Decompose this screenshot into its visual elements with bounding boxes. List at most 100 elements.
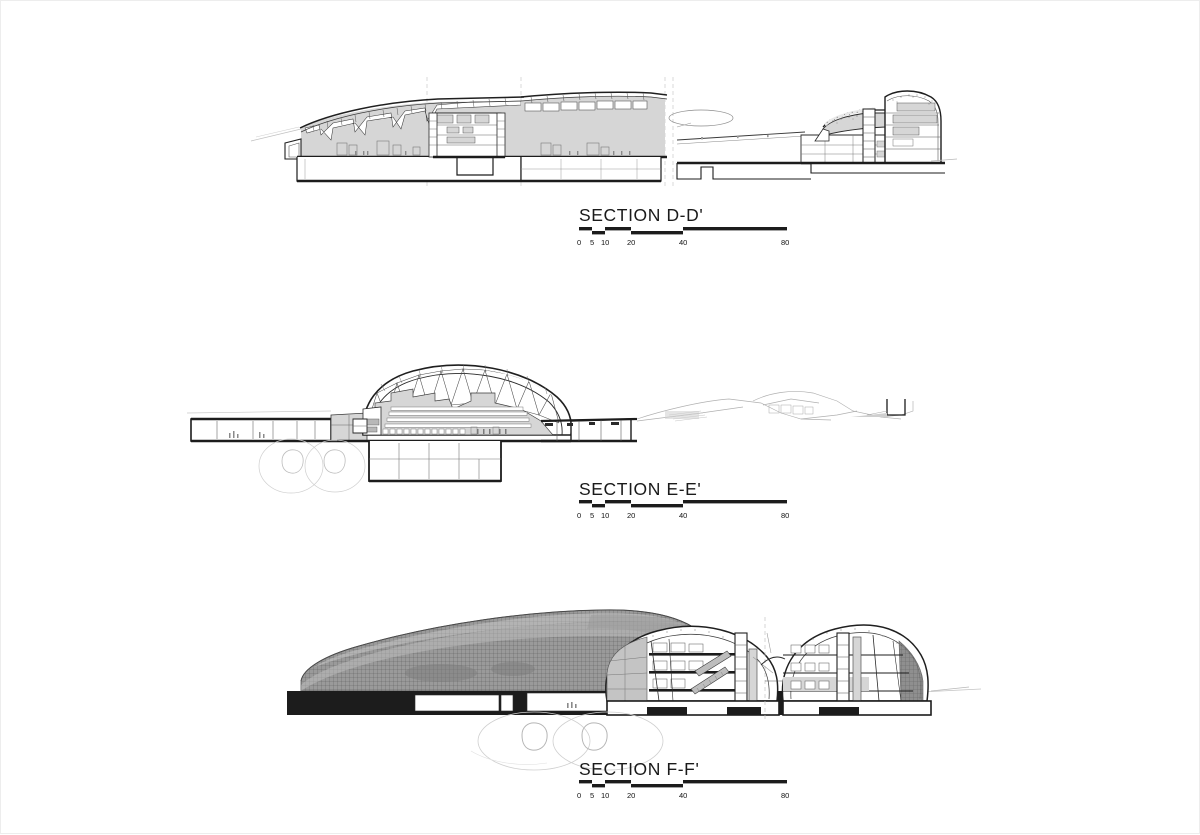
- core-left-rungs-f: [735, 644, 747, 694]
- deck-top2-d: [676, 135, 806, 145]
- deck-marks-d: [701, 135, 769, 140]
- tower-floors-d: [892, 102, 938, 136]
- section-e-title: SECTION E-E': [579, 479, 702, 499]
- shell-top-edge-f: [300, 609, 694, 682]
- brace-left2-f: [668, 638, 674, 702]
- scale-label-f-3: 20: [627, 791, 636, 800]
- hall-fill-right-d: [521, 96, 665, 157]
- roof-outline-left-d: [299, 96, 525, 129]
- roof-ribs-left-d: [312, 97, 507, 132]
- tower-prow-underside-d: [814, 128, 830, 142]
- core-left-atrium-f: [734, 632, 748, 702]
- tower-core-rungs-d: [863, 116, 875, 158]
- tower-site-line-d: [930, 158, 958, 162]
- right-wing-openings-e: [545, 422, 619, 426]
- plan-arc-f: [470, 750, 548, 765]
- tower-basement-d: [810, 163, 945, 174]
- deck-top-d: [676, 131, 806, 141]
- core-basement-d: [456, 157, 494, 176]
- scale-label-d-5: 80: [781, 238, 790, 247]
- core-rooms-d: [436, 114, 490, 144]
- right-site-line-f: [930, 686, 970, 692]
- plinth-people-f: [567, 702, 577, 708]
- interior-marks-left-d: [336, 140, 421, 156]
- scale-label-d-4: 40: [679, 238, 688, 247]
- floor-seats-e: [382, 428, 466, 435]
- plinth-left-f: [287, 691, 411, 715]
- context-slope-e: [851, 413, 887, 417]
- section-f-drawing: [287, 609, 982, 771]
- roof-inner-left-d: [300, 100, 525, 133]
- dome-basement-grid-e: [369, 443, 501, 479]
- section-e-drawing: [186, 363, 914, 494]
- interior-marks-right-d: [540, 142, 610, 156]
- tower-room-d3: [892, 138, 914, 147]
- mast-f: [766, 632, 772, 654]
- canopy-tie-d: [676, 122, 692, 128]
- core-shaft-rungs-d: [429, 120, 505, 146]
- escalator-steps-f: [696, 671, 724, 692]
- right-wing-top-e: [540, 417, 638, 423]
- core-right-rungs-f: [837, 644, 849, 694]
- context-panel-e: [665, 411, 699, 419]
- scale-label-d-2: 10: [601, 238, 610, 247]
- tower-floor-lines-d: [885, 112, 941, 150]
- site-line-e: [186, 410, 332, 414]
- plan-inner-shape-f-2: [581, 722, 608, 751]
- scale-label-f-0: 0: [577, 791, 582, 800]
- scale-label-e-1: 5: [590, 511, 595, 520]
- roof-ribs-right-d: [530, 92, 645, 104]
- tie-line-f: [752, 656, 774, 674]
- atrium-right-footing-f: [819, 707, 859, 715]
- plan-ellipse-e-2: [304, 439, 366, 493]
- dome-edge-ticks-e: [380, 363, 548, 395]
- scale-label-d-0: 0: [577, 238, 582, 247]
- site-line-left-d2: [255, 126, 300, 138]
- basement-grid-right-d: [521, 159, 661, 179]
- scale-label-e-5: 80: [781, 511, 790, 520]
- context-buildings-e: [768, 404, 814, 415]
- plan-ellipse-f-1: [477, 711, 591, 771]
- dome-inner-e: [370, 373, 563, 436]
- bridge-arch-f: [760, 656, 786, 666]
- scale-label-f-1: 5: [590, 791, 595, 800]
- core-right-atrium-f: [836, 632, 850, 702]
- scale-label-e-2: 10: [601, 511, 610, 520]
- tower-upper-inner-d: [886, 95, 939, 161]
- scale-label-f-4: 40: [679, 791, 688, 800]
- atrium-left-footing-f: [647, 707, 687, 715]
- dome-basement-e: [368, 441, 502, 482]
- section-e-scalebar: [579, 500, 789, 510]
- people-marks-right-d: [569, 151, 631, 155]
- atrium-right-rooms-f: [790, 644, 830, 690]
- tower-roof-stipple-d: [892, 94, 933, 105]
- section-f-title: SECTION F-F': [579, 759, 700, 779]
- right-wing-bays-e: [556, 420, 622, 441]
- site-line-left-d: [250, 128, 302, 142]
- scale-label-e-0: 0: [577, 511, 582, 520]
- scale-label-d-3: 20: [627, 238, 636, 247]
- plan-inner-shape-e-1: [281, 449, 304, 474]
- atrium-left-wall-f: [606, 636, 648, 702]
- atrium-left-footing2-f: [727, 707, 761, 715]
- canopy-oval-d: [668, 109, 734, 127]
- seating-tiers-e: [384, 406, 532, 428]
- plan-inner-shape-f-1: [521, 722, 548, 751]
- atrium-right-shaded-wall-f: [898, 640, 924, 702]
- scale-label-e-3: 20: [627, 511, 636, 520]
- escalators-left-f: [690, 650, 732, 695]
- roof-outline-right-d: [520, 91, 668, 98]
- tower-lower-d: [800, 134, 898, 164]
- brace-left-f: [650, 640, 660, 702]
- roof-inner-right-d: [520, 95, 668, 102]
- section-f-scalebar: [579, 780, 789, 790]
- left-wing-people-e: [229, 431, 265, 438]
- scale-label-d-1: 5: [590, 238, 595, 247]
- scale-label-e-4: 40: [679, 511, 688, 520]
- scale-label-f-5: 80: [781, 791, 790, 800]
- core-right-shaft2-f: [852, 636, 862, 702]
- plan-ellipse-f-2: [552, 711, 664, 771]
- context-ramp-e: [866, 410, 888, 416]
